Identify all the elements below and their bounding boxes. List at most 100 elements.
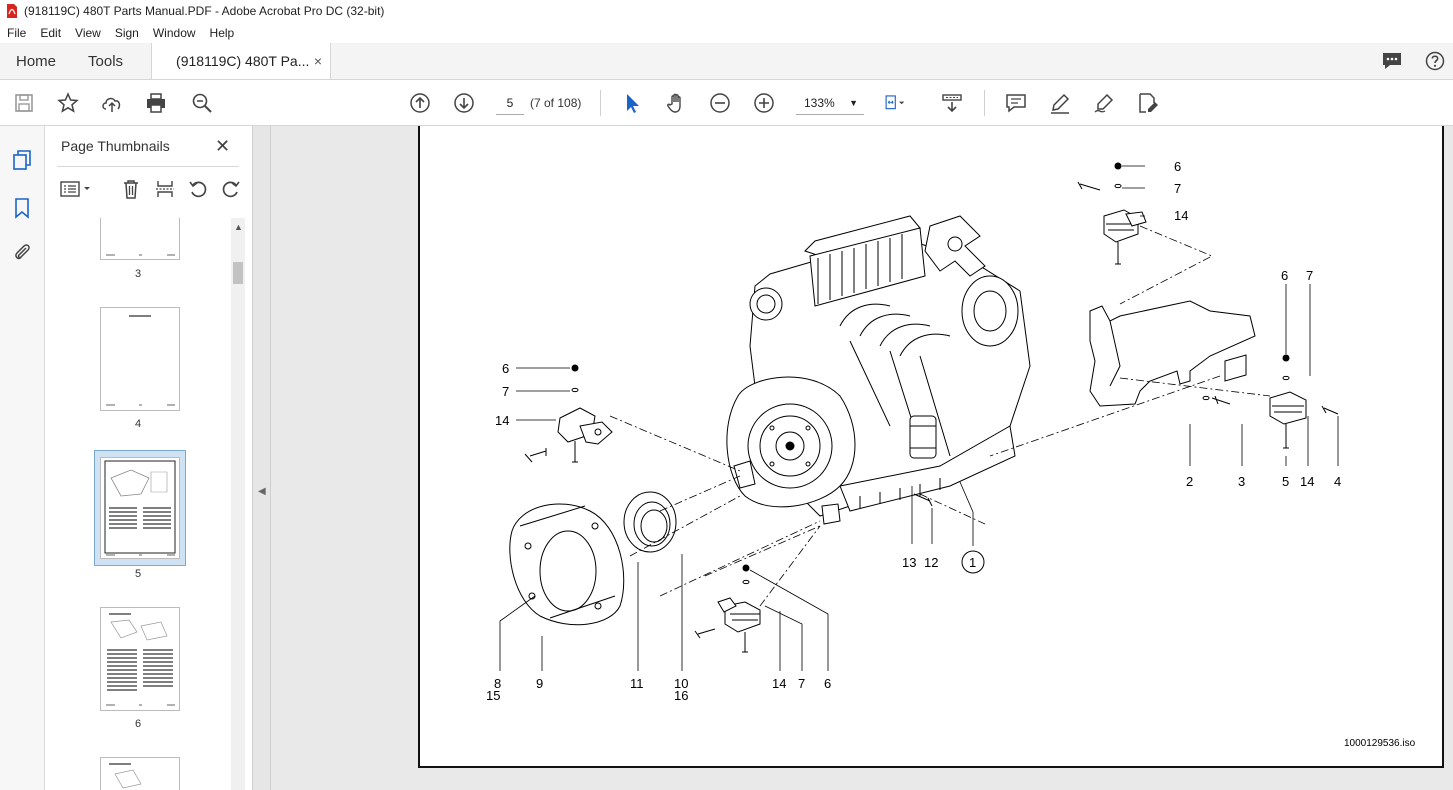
callout-11: 11	[630, 676, 644, 691]
navigation-rail	[0, 126, 45, 790]
scroll-mode-icon[interactable]	[940, 91, 964, 115]
callout-2: 2	[1186, 474, 1194, 489]
thumbnail-label: 5	[134, 568, 142, 580]
comment-chat-icon[interactable]	[1381, 51, 1403, 71]
thumbnail-label: 6	[134, 718, 142, 730]
toolbar-separator	[984, 90, 985, 116]
callout-left-6: 6	[502, 361, 510, 376]
callout-left-14: 14	[495, 413, 510, 428]
attachments-icon[interactable]	[10, 240, 34, 264]
main-toolbar: 5 (7 of 108) 133% ▼	[0, 80, 1453, 126]
callout-10: 10	[674, 676, 689, 691]
fit-page-icon[interactable]	[884, 91, 908, 115]
options-menu-icon[interactable]	[59, 178, 93, 200]
rotate-clockwise-icon[interactable]	[220, 178, 242, 200]
tab-tools[interactable]: Tools	[88, 52, 124, 70]
acrobat-app-icon	[7, 4, 17, 18]
edit-pdf-icon[interactable]	[1136, 91, 1160, 115]
callout-15: 15	[486, 688, 501, 703]
callout-right-14: 14	[1300, 474, 1315, 489]
save-icon[interactable]	[12, 91, 36, 115]
callout-top-7: 7	[1174, 181, 1182, 196]
scrollbar-thumb[interactable]	[233, 262, 243, 284]
zoom-out-icon[interactable]	[708, 91, 732, 115]
select-cursor-icon[interactable]	[620, 91, 644, 115]
exploded-parts-drawing	[499, 162, 1339, 671]
callout-left-7: 7	[502, 384, 510, 399]
menu-view[interactable]: View	[75, 25, 101, 40]
chevron-down-icon: ▼	[849, 97, 858, 108]
document-view[interactable]: 6 7 14 6 7 14 6 7 2 3 5 14 4 13 12 1 8 1…	[271, 126, 1453, 790]
callout-12: 12	[924, 555, 939, 570]
callout-5: 5	[1282, 474, 1290, 489]
callout-right-6: 6	[1281, 268, 1289, 283]
callout-9: 9	[536, 676, 544, 691]
thumbnail-page-3[interactable]	[100, 218, 180, 260]
zoom-level-dropdown[interactable]: 133% ▼	[796, 91, 864, 115]
extract-pages-icon[interactable]	[154, 178, 176, 200]
thumbnail-list: 3 4 5 6	[45, 218, 231, 790]
zoom-in-icon[interactable]	[752, 91, 776, 115]
sign-pen-icon[interactable]	[1092, 91, 1116, 115]
collapse-arrow-icon[interactable]: ◀	[258, 486, 266, 497]
callout-top-6: 6	[1174, 159, 1182, 174]
hand-tool-icon[interactable]	[664, 91, 688, 115]
thumbnail-page-4[interactable]	[100, 307, 180, 411]
close-panel-icon[interactable]: ✕	[215, 136, 231, 156]
tab-close-icon[interactable]: ×	[313, 53, 323, 69]
next-page-icon[interactable]	[452, 91, 476, 115]
previous-page-icon[interactable]	[408, 91, 432, 115]
page-thumbnails-icon[interactable]	[10, 148, 34, 172]
callout-bottom-14: 14	[772, 676, 787, 691]
drawing-reference-code: 1000129536.iso	[1344, 738, 1416, 749]
callout-1: 1	[969, 555, 977, 570]
menu-edit[interactable]: Edit	[40, 25, 62, 40]
window-title: (918119C) 480T Parts Manual.PDF - Adobe …	[24, 4, 385, 18]
highlight-pen-icon[interactable]	[1048, 91, 1072, 115]
panel-divider	[57, 166, 239, 167]
page-count-label: (7 of 108)	[530, 96, 582, 110]
title-bar: (918119C) 480T Parts Manual.PDF - Adobe …	[0, 0, 1453, 22]
zoom-level-value: 133%	[804, 95, 835, 110]
bookmarks-icon[interactable]	[10, 196, 34, 220]
upload-cloud-icon[interactable]	[100, 91, 124, 115]
help-icon[interactable]	[1425, 51, 1445, 71]
callout-3: 3	[1238, 474, 1246, 489]
callout-13: 13	[902, 555, 917, 570]
tab-document[interactable]: (918119C) 480T Pa... ×	[151, 43, 332, 79]
thumbnail-page-6[interactable]	[100, 607, 180, 711]
panel-title: Page Thumbnails	[61, 138, 170, 154]
thumbnail-scrollbar[interactable]: ▲	[231, 218, 245, 790]
tab-document-label: (918119C) 480T Pa...	[176, 53, 310, 69]
delete-trash-icon[interactable]	[120, 178, 142, 200]
comment-icon[interactable]	[1004, 91, 1028, 115]
callout-bottom-7: 7	[798, 676, 806, 691]
callout-4: 4	[1334, 474, 1342, 489]
callout-right-7: 7	[1306, 268, 1314, 283]
page-number-input[interactable]: 5	[496, 91, 524, 115]
callout-top-14: 14	[1174, 208, 1189, 223]
menu-help[interactable]: Help	[209, 25, 235, 40]
tab-bar: Home Tools (918119C) 480T Pa... ×	[0, 43, 1453, 80]
menu-sign[interactable]: Sign	[114, 25, 139, 40]
zoom-search-icon[interactable]	[190, 91, 214, 115]
menu-file[interactable]: File	[7, 25, 27, 40]
thumbnail-label: 3	[134, 268, 142, 280]
bookmark-star-icon[interactable]	[56, 91, 80, 115]
print-icon[interactable]	[144, 91, 168, 115]
rotate-counterclockwise-icon[interactable]	[187, 178, 209, 200]
toolbar-separator	[600, 90, 601, 116]
thumbnail-page-7[interactable]	[100, 757, 180, 790]
menu-window[interactable]: Window	[152, 25, 196, 40]
thumbnail-label: 4	[134, 418, 142, 430]
panel-collapse-strip[interactable]: ◀	[253, 126, 271, 790]
callout-16: 16	[674, 688, 689, 703]
thumbnail-page-5[interactable]	[100, 457, 180, 559]
pdf-page: 6 7 14 6 7 14 6 7 2 3 5 14 4 13 12 1 8 1…	[418, 126, 1444, 768]
menu-bar: File Edit View Sign Window Help	[0, 22, 1453, 43]
tab-home[interactable]: Home	[16, 52, 57, 70]
callout-8: 8	[494, 676, 502, 691]
thumbnails-panel: Page Thumbnails ✕ 3 4	[45, 126, 253, 790]
thumbnail-toolbar	[45, 174, 253, 204]
scroll-up-icon[interactable]: ▲	[234, 222, 243, 232]
